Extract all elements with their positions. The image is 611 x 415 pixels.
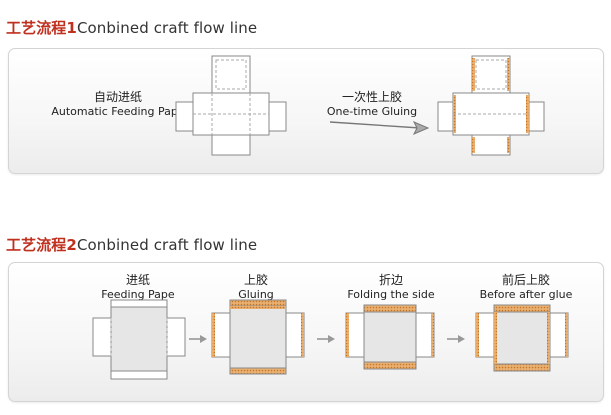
blank-box-step1: [175, 55, 287, 156]
step2-label-en: One-time Gluing: [326, 105, 418, 118]
blank1-right-flap: [268, 101, 287, 132]
flow2-step3-en: Folding the side: [347, 288, 435, 301]
flow2-step1-en: Feeding Pape: [101, 288, 175, 301]
section1-title: 工艺流程1Conbined craft flow line: [6, 17, 257, 38]
flow2-arrow2-icon: [317, 335, 335, 343]
flow2-step2-cn: 上胶: [243, 273, 268, 287]
blank2-right-flap: [528, 101, 545, 132]
flow2-step3-cn: 折边: [378, 273, 403, 287]
blank2-left-flap: [437, 101, 454, 132]
flow2-box1: [92, 299, 186, 380]
blank1-bottom-flap: [211, 134, 251, 156]
blank1-top-flap: [211, 55, 251, 94]
flow2-arrow1-icon: [189, 335, 207, 343]
flow2-step4-label: 前后上胶 Before after glue: [466, 273, 586, 302]
section1-title-en: Conbined craft flow line: [76, 19, 258, 37]
step1-label-cn: 自动进纸: [93, 90, 142, 104]
flow2-box4: [475, 304, 569, 372]
flow2-step4-en: Before after glue: [479, 288, 573, 301]
step2-label-cn: 一次性上胶: [341, 90, 402, 104]
blank2-bottom-flap: [471, 134, 511, 156]
flow2-step2-en: Gluing: [238, 288, 274, 301]
flow2-step3-label: 折边 Folding the side: [336, 273, 446, 302]
blank2-top-flap: [471, 55, 511, 94]
step1-label: 自动进纸 Automatic Feeding Pape: [48, 90, 188, 119]
step1-label-en: Automatic Feeding Pape: [51, 105, 185, 118]
flow2-box3: [345, 304, 435, 370]
flow2-arrow3-icon: [447, 335, 465, 343]
section2-title-en: Conbined craft flow line: [76, 236, 258, 254]
section2-title-cn: 工艺流程2: [6, 236, 77, 254]
flow2-step4-cn: 前后上胶: [501, 273, 550, 287]
flow2-step2-label: 上胶 Gluing: [211, 273, 301, 302]
arrow-right-icon: [329, 121, 430, 135]
flow2-step1-cn: 进纸: [125, 273, 150, 287]
flow2-step1-label: 进纸 Feeding Pape: [88, 273, 188, 302]
flow2-box3-glue: [346, 313, 434, 357]
section2-title: 工艺流程2Conbined craft flow line: [6, 234, 257, 255]
section1-title-cn: 工艺流程1: [6, 19, 77, 37]
step2-label: 一次性上胶 One-time Gluing: [312, 90, 432, 119]
flow2-box4-glue: [476, 312, 568, 364]
blank1-left-flap: [175, 101, 194, 132]
flow2-box2: [211, 299, 305, 375]
flow2-box2-glue: [212, 306, 304, 357]
